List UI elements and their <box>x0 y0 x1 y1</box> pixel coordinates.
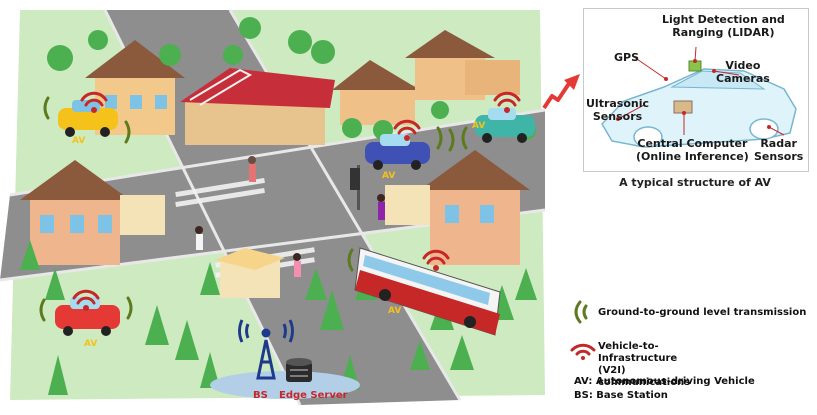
kiosk-center <box>215 248 285 298</box>
edge-server-label: Edge Server <box>279 390 348 401</box>
av-tag: AV <box>472 121 485 131</box>
wifi-icon <box>80 91 108 113</box>
legend-g2g-text: Ground-to-ground level transmission <box>598 307 807 318</box>
lidar-label: Light Detection and Ranging (LIDAR) <box>662 13 785 39</box>
house-left-top <box>85 40 185 135</box>
house-right-mid <box>385 150 530 265</box>
arrow-icon <box>542 74 580 110</box>
av-tag: AV <box>388 306 401 316</box>
av-car-outline <box>601 46 797 148</box>
av-tag: AV <box>72 136 85 146</box>
car-blue-av <box>365 134 430 170</box>
av-structure-panel: Light Detection and Ranging (LIDAR) GPS … <box>583 8 809 172</box>
av-tag: AV <box>382 171 395 181</box>
legend-bs-definition: BS: Base Station <box>574 390 668 401</box>
bs-label: BS <box>253 390 268 401</box>
market-hall <box>180 68 335 145</box>
g2g-wave-icons <box>39 96 468 322</box>
av-structure-caption: A typical structure of AV <box>619 176 771 189</box>
wifi-icon <box>570 343 596 360</box>
radar-sensors-label: Radar Sensors <box>754 137 804 163</box>
ultrasonic-sensors-label: Ultrasonic Sensors <box>586 97 650 123</box>
g2g-wave-icon <box>574 300 588 324</box>
bus-av <box>354 247 501 336</box>
bs-platform <box>210 371 360 399</box>
city-scene: BS Edge Server AV AV AV AV AV <box>0 9 545 406</box>
wifi-icon <box>393 119 421 141</box>
edge-server-icon <box>286 358 312 382</box>
house-left-mid <box>20 160 165 265</box>
gps-label: GPS <box>614 51 640 64</box>
wifi-icon <box>422 249 450 271</box>
video-cameras-label: Video Cameras <box>716 59 770 85</box>
legend-v2i-text: Vehicle-to-Infrastructure (V2I) communic… <box>598 341 691 388</box>
legend-av-definition: AV: Autonomous-driving Vehicle <box>574 376 755 387</box>
base-station-icon <box>238 319 294 380</box>
traffic-light <box>350 165 360 210</box>
v2i-wifi-icons <box>72 91 521 311</box>
wifi-icon <box>493 91 521 113</box>
wifi-icon <box>72 289 100 311</box>
pedestrians <box>195 156 385 277</box>
av-tag: AV <box>84 339 97 349</box>
central-computer-label: Central Computer (Online Inference) <box>636 137 749 163</box>
